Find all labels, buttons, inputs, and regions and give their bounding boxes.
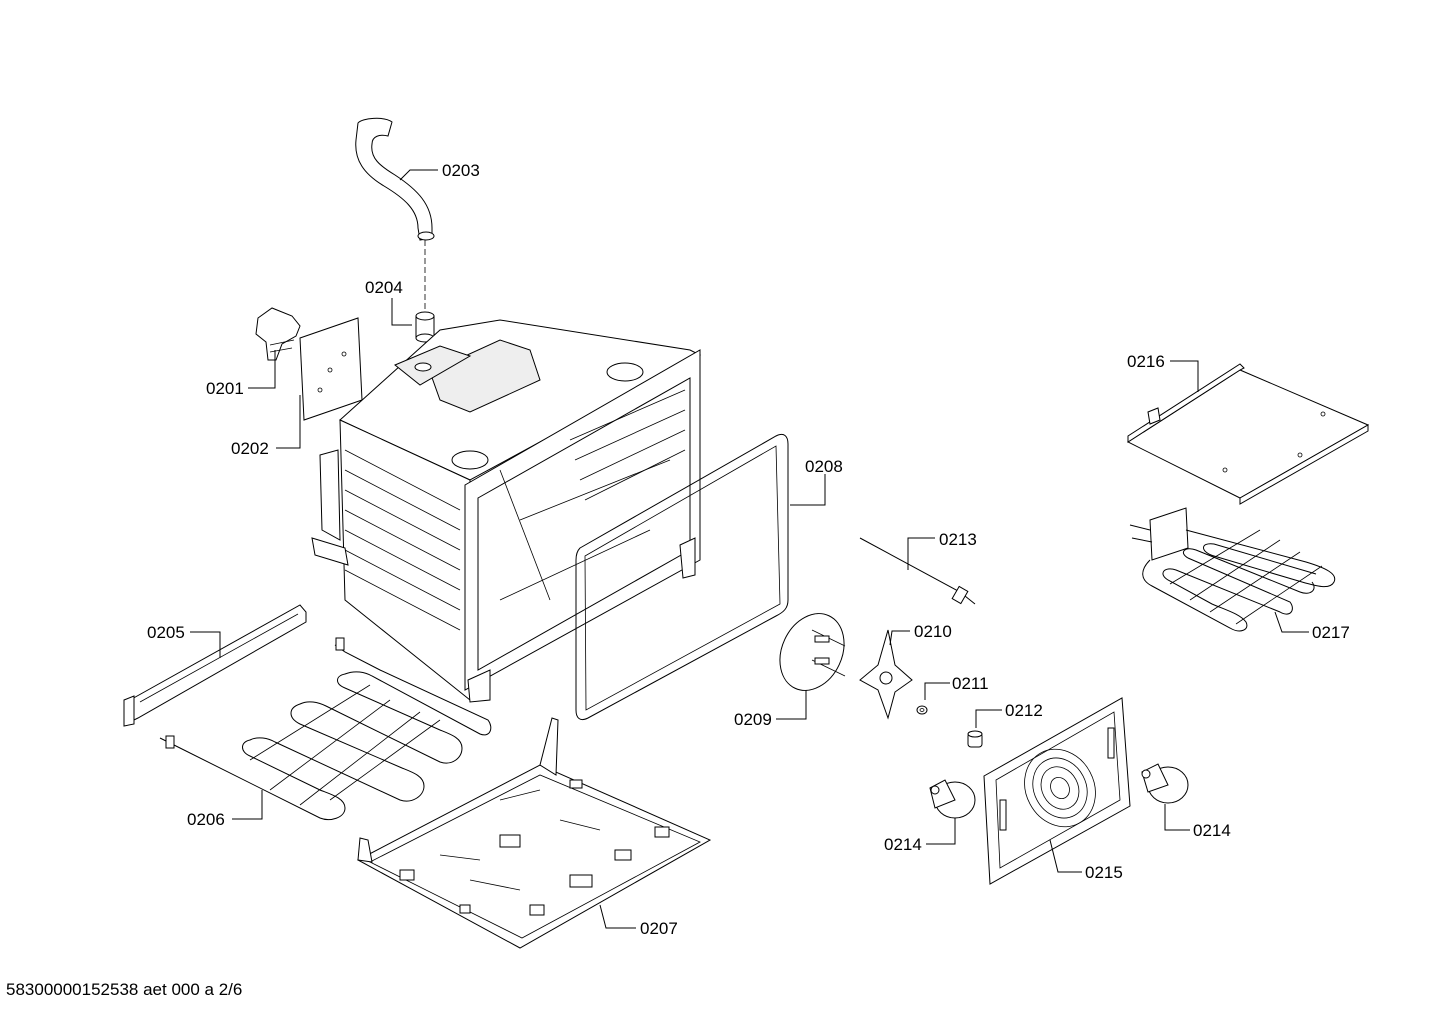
leader-lines [190, 169, 1309, 929]
label-0214-left: 0214 [884, 835, 922, 854]
label-0209: 0209 [734, 710, 772, 729]
back-panel-illustration [983, 697, 1131, 885]
sensor-rod-illustration [859, 537, 976, 605]
document-id: 58300000152538 aet 000 a 2/6 [6, 980, 243, 999]
oven-cavity-illustration [311, 319, 702, 703]
label-0208: 0208 [805, 457, 843, 476]
label-0203: 0203 [442, 161, 480, 180]
label-0202: 0202 [231, 439, 269, 458]
cap-illustration [967, 730, 983, 748]
plate-illustration [299, 317, 363, 421]
label-0216: 0216 [1127, 352, 1165, 371]
label-0205: 0205 [147, 623, 185, 642]
label-0212: 0212 [1005, 701, 1043, 720]
label-0217: 0217 [1312, 623, 1350, 642]
bottom-heater-illustration [159, 637, 492, 821]
label-0210: 0210 [914, 622, 952, 641]
label-0201: 0201 [206, 379, 244, 398]
top-plate-illustration [1126, 363, 1370, 505]
lamp-left-illustration [929, 779, 976, 819]
label-0213: 0213 [939, 530, 977, 549]
label-0204: 0204 [365, 278, 403, 297]
bottom-plate-illustration [356, 717, 712, 949]
label-0206: 0206 [187, 810, 225, 829]
bracket-illustration [255, 307, 301, 361]
label-0211: 0211 [952, 674, 989, 693]
top-heater-illustration [1129, 507, 1336, 632]
fan-illustration [859, 629, 913, 720]
lamp-right-illustration [1141, 763, 1189, 804]
door-gasket-illustration [575, 433, 789, 721]
rail-illustration [123, 604, 307, 727]
ring-heater-illustration [779, 613, 846, 691]
label-0214-right: 0214 [1193, 821, 1231, 840]
part-labels: 0201 0202 0203 0204 0205 0206 0207 0208 … [147, 161, 1350, 938]
label-0215: 0215 [1085, 863, 1123, 882]
duct-pipe-illustration [355, 117, 435, 312]
label-0207: 0207 [640, 919, 678, 938]
nut-illustration [916, 705, 928, 715]
